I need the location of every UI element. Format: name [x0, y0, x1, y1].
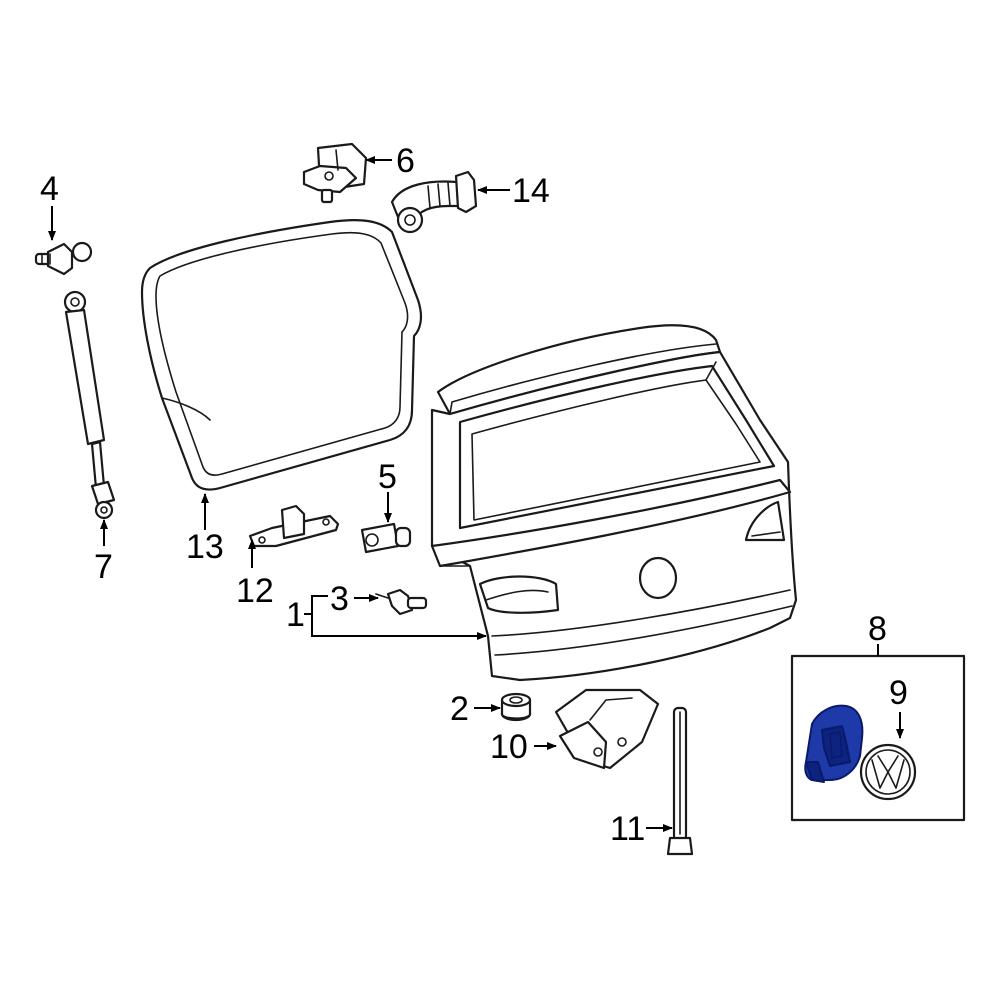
callout-12: 12	[236, 572, 274, 610]
wiring-hose-part	[390, 170, 478, 234]
leader-lines	[48, 156, 904, 832]
ball-stud-part	[34, 241, 93, 276]
callout-3: 3	[330, 580, 349, 618]
callout-8: 8	[868, 610, 887, 648]
callout-1: 1	[286, 596, 305, 634]
weatherstrip-seal-part	[140, 219, 423, 491]
callout-14: 14	[512, 172, 550, 210]
callout-2: 2	[450, 690, 469, 728]
callout-9: 9	[889, 674, 908, 712]
callout-11: 11	[610, 810, 645, 848]
hinge-part	[302, 142, 368, 204]
vw-emblem-part	[859, 743, 917, 801]
callout-labels: 4 7 6 14 13 5 12 3 1 2 10 11 8 9	[40, 142, 908, 848]
striker-bracket-part	[248, 504, 340, 548]
latch-bracket-part	[554, 688, 660, 770]
bump-stop-part	[360, 522, 412, 554]
callout-13: 13	[186, 528, 224, 566]
callout-5: 5	[378, 458, 397, 496]
release-rod-part	[666, 706, 694, 856]
leader-1-bracket	[311, 595, 487, 640]
lift-support-strut-part	[63, 290, 116, 520]
callout-6: 6	[396, 142, 415, 180]
emblem-handle-actuator-part	[804, 704, 864, 783]
grommet-part	[500, 692, 532, 722]
callout-10: 10	[490, 728, 528, 766]
emblem-inset-box	[790, 654, 966, 822]
callout-4: 4	[40, 170, 59, 208]
callout-7: 7	[94, 548, 113, 586]
liftgate-part	[430, 324, 798, 682]
liftgate-bolt-part	[375, 588, 428, 616]
